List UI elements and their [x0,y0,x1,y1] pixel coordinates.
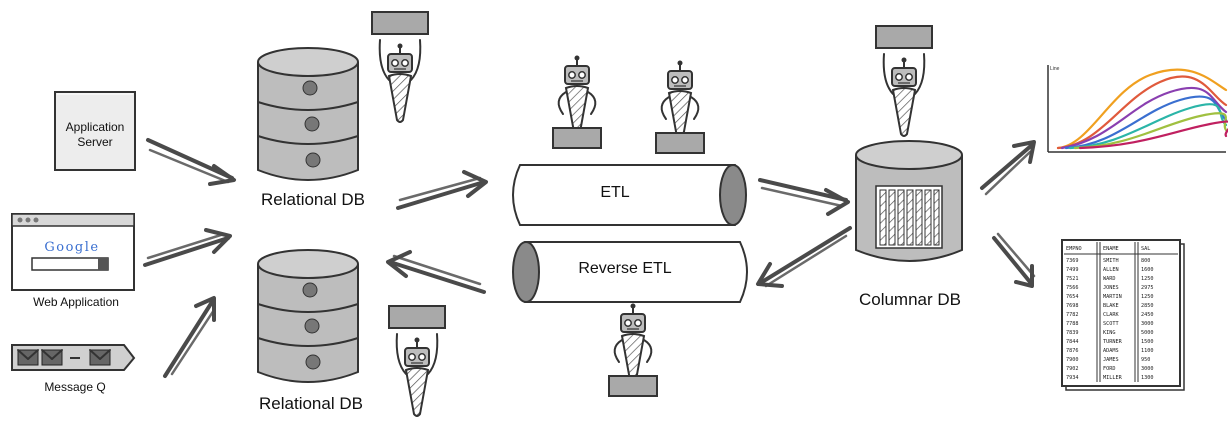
table-cell: 7900 [1066,357,1079,363]
table-cell: 1300 [1141,375,1154,381]
etl-pipe [512,164,747,226]
table-cell: 950 [1141,357,1150,363]
table-cell: 5000 [1141,330,1154,336]
table-header-cell: SAL [1141,246,1150,252]
table-cell: FORD [1103,366,1116,372]
line-chart-output: Line [1043,60,1228,160]
table-cell: 7902 [1066,366,1079,372]
table-cell: 1100 [1141,348,1154,354]
table-cell: SMITH [1103,258,1119,264]
table-cell: 7934 [1066,375,1079,381]
table-cell: 1250 [1141,294,1154,300]
table-header-cell: ENAME [1103,246,1119,252]
application-server-label: Application Server [65,120,125,149]
arrow-app-to-db [146,138,236,186]
table-cell: 1250 [1141,276,1154,282]
robot-figure [552,55,602,149]
table-cell: 7782 [1066,312,1079,318]
table-output: EMPNO ENAME SAL 7369 SMITH 800 7499 ALLEN 1600 75… [1061,239,1185,391]
web-application-browser [11,213,135,291]
reverse-etl-label: Reverse ETL [578,260,672,277]
message-queue-icon [11,344,136,371]
table-cell: 7788 [1066,321,1079,327]
robot-figure [655,60,705,154]
table-cell: JONES [1103,285,1119,291]
arrow-web-to-db [143,228,232,267]
table-cell: 7654 [1066,294,1079,300]
table-cell: MILLER [1103,375,1123,381]
arrow-columnar-to-reverse-etl [756,226,852,288]
robot-figure [608,303,658,397]
table-cell: 2975 [1141,285,1154,291]
table-cell: 1600 [1141,267,1154,273]
arrow-columnar-to-table [992,232,1036,288]
table-cell: 7876 [1066,348,1079,354]
reverse-etl-pipe [512,241,748,303]
relational-db-top-cylinder [257,47,359,181]
table-cell: MARTIN [1103,294,1122,300]
etl-label: ETL [600,184,630,201]
robots-group [371,11,933,417]
robot-figure [371,11,429,123]
web-application-label: Web Application [33,295,119,309]
columnar-db-cylinder [855,140,963,262]
table-cell: KING [1103,330,1116,336]
table-cell: BLAKE [1103,303,1119,309]
table-cell: 2850 [1141,303,1154,309]
table-cell: 7369 [1066,258,1079,264]
google-logo: Google [44,240,99,255]
relational-db-bottom-cylinder [257,249,359,383]
robot-figure [388,305,446,417]
table-cell: CLARK [1103,312,1119,318]
message-q-label: Message Q [44,380,106,394]
application-server-box [54,91,136,171]
table-cells: EMPNO ENAME SAL 7369 SMITH 800 7499 ALLEN 1600 75… [1066,246,1154,381]
table-cell: SCOTT [1103,321,1119,327]
arrow-columnar-to-chart [980,140,1036,196]
arrow-db-to-etl [396,170,488,210]
table-cell: JAMES [1103,357,1119,363]
table-cell: 3000 [1141,366,1154,372]
table-cell: 3000 [1141,321,1154,327]
chart-label: Line [1050,66,1060,72]
table-cell: 7566 [1066,285,1079,291]
table-cell: WARD [1103,276,1116,282]
table-cell: ALLEN [1103,267,1119,273]
arrow-etl-to-columnar [758,178,850,216]
relational-db-top-label: Relational DB [261,190,365,209]
arrow-reverse-etl-to-db [386,250,486,294]
table-cell: ADAMS [1103,348,1119,354]
arrow-mq-to-db [163,296,216,378]
relational-db-bottom-label: Relational DB [259,394,363,413]
flow-arrows [143,138,1036,378]
table-header-cell: EMPNO [1066,246,1082,252]
table-cell: 7839 [1066,330,1079,336]
columnar-db-label: Columnar DB [858,290,962,309]
table-cell: 7521 [1066,276,1079,282]
table-cell: 7844 [1066,339,1079,345]
table-cell: 7698 [1066,303,1079,309]
table-cell: 1500 [1141,339,1154,345]
table-cell: 2450 [1141,312,1154,318]
robot-figure [875,25,933,137]
table-cell: 800 [1141,258,1150,264]
table-cell: 7499 [1066,267,1079,273]
table-cell: TURNER [1103,339,1123,345]
